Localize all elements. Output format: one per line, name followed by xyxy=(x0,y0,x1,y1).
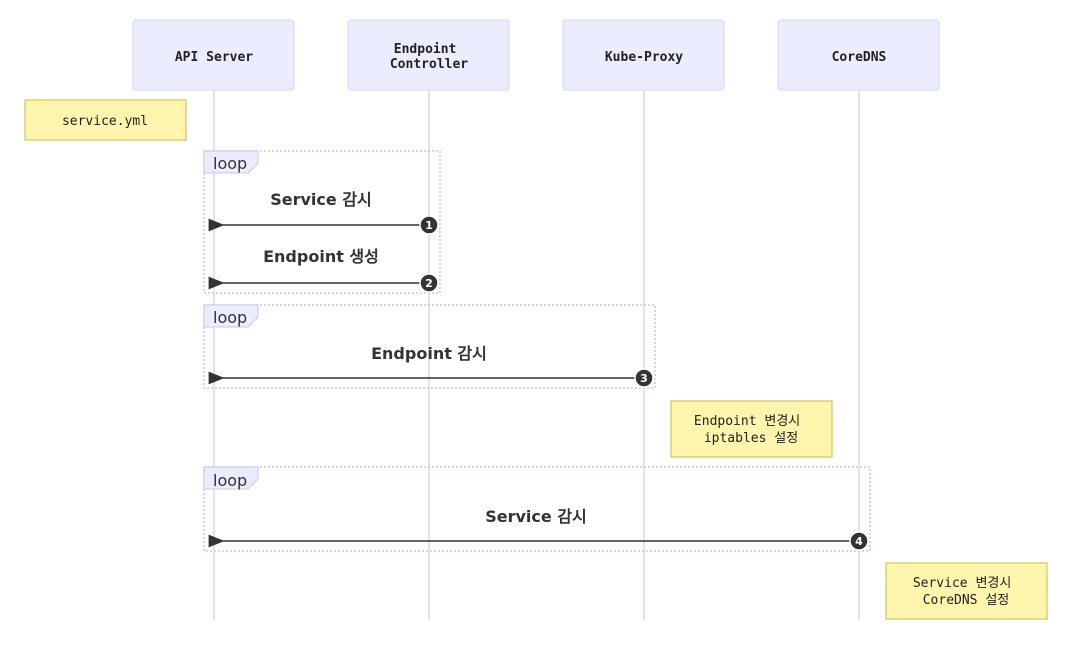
message-label: Service 감시 xyxy=(485,507,587,526)
sequence-number: 4 xyxy=(855,535,863,548)
note-text: Service 변경시 CoreDNS 설정 xyxy=(913,576,1019,608)
loop-2: loop xyxy=(203,304,656,389)
sequence-number-badge xyxy=(849,531,869,551)
note-text: Endpoint 변경시 iptables 설정 xyxy=(694,414,808,446)
message-label: Endpoint 감시 xyxy=(371,344,487,363)
loop-label: loop xyxy=(213,308,247,327)
loop-1: loop xyxy=(203,150,441,294)
message-4: Service 감시 4 xyxy=(208,507,869,551)
loop-label: loop xyxy=(213,471,247,490)
actor-label-line-1: Endpoint xyxy=(394,42,457,57)
actor-label: CoreDNS xyxy=(832,50,887,65)
actor-label-line-2: Controller xyxy=(390,57,468,72)
note-iptables: Endpoint 변경시 iptables 설정 xyxy=(670,400,833,458)
sequence-number-badge xyxy=(419,273,439,293)
actor-api-server: API Server xyxy=(132,19,295,91)
actor-coredns: CoreDNS xyxy=(777,19,940,91)
actor-kube-proxy: Kube-Proxy xyxy=(562,19,725,91)
note-coredns: Service 변경시 CoreDNS 설정 xyxy=(885,562,1048,620)
note-text-line-1: Service 변경시 xyxy=(913,576,1012,591)
message-label: Endpoint 생성 xyxy=(263,247,379,266)
note-text: service.yml xyxy=(62,114,148,129)
actor-label: Kube-Proxy xyxy=(605,50,683,65)
actor-label: Endpoint Controller xyxy=(390,42,468,72)
sequence-number: 2 xyxy=(425,277,433,290)
actor-label: API Server xyxy=(175,50,253,65)
actor-endpoint-controller: Endpoint Controller xyxy=(347,19,510,91)
loop-label: loop xyxy=(213,154,247,173)
note-text-line-1: Endpoint 변경시 xyxy=(694,414,800,429)
note-text-line-2: CoreDNS 설정 xyxy=(923,593,1010,608)
loop-3: loop xyxy=(203,466,871,552)
message-label: Service 감시 xyxy=(270,190,372,209)
sequence-number-badge xyxy=(634,368,654,388)
sequence-number: 3 xyxy=(640,372,648,385)
message-1: Service 감시 1 xyxy=(208,190,439,235)
sequence-number-badge xyxy=(419,215,439,235)
sequence-number: 1 xyxy=(425,219,433,232)
note-text-line-2: iptables 설정 xyxy=(704,431,798,446)
note-service-yml: service.yml xyxy=(24,99,187,141)
message-3: Endpoint 감시 3 xyxy=(208,344,654,388)
message-2: Endpoint 생성 2 xyxy=(208,247,439,293)
